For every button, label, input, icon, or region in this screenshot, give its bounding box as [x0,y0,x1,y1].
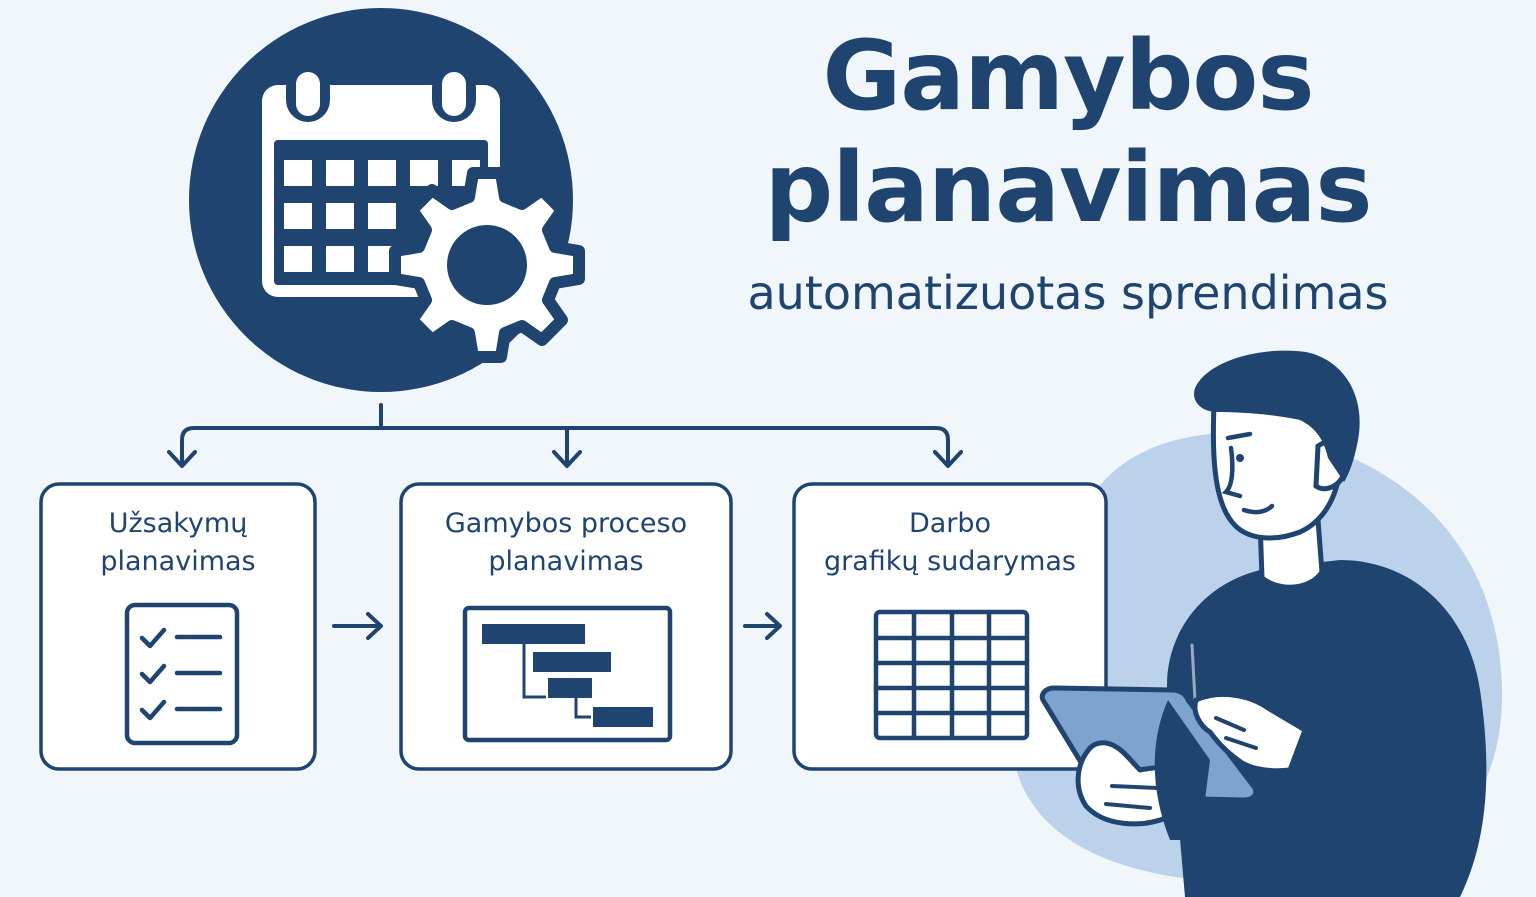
checklist-icon [124,602,240,746]
step-label-line-1: Darbo [908,508,992,539]
step-label-line-2: planavimas [488,546,644,577]
step-label-orders: Užsakymų planavimas [41,505,315,581]
person-with-tablet [1039,350,1487,897]
step-label-schedule: Darbo grafikų sudarymas [794,505,1106,581]
calendar-gear-icon [189,8,585,392]
arrow-right-icon [332,612,383,640]
step-label-line-2: grafikų sudarymas [824,546,1076,577]
page-title-line-1: Gamybos [822,20,1315,132]
step-label-process: Gamybos proceso planavimas [401,505,731,581]
schedule-table-icon [873,609,1030,741]
step-label-line-1: Gamybos proceso [444,508,688,539]
step-label-line-2: planavimas [100,546,256,577]
page-title-line-2: planavimas [764,132,1373,244]
step-label-line-1: Užsakymų [108,508,248,539]
page-subtitle: automatizuotas sprendimas [747,266,1389,320]
gantt-chart-icon [462,605,673,743]
connector-tree [167,403,963,468]
arrow-right-icon [743,612,782,640]
